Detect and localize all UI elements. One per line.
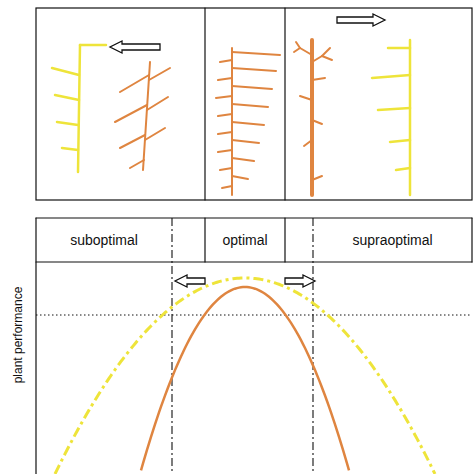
threshold-line	[312, 218, 313, 474]
zone-label: supraoptimal	[352, 232, 432, 248]
root-system	[120, 75, 149, 92]
root-system	[232, 122, 264, 125]
zone-cell: optimal	[206, 219, 284, 261]
root-system	[130, 160, 144, 168]
root-system	[220, 60, 232, 62]
root-system	[300, 48, 312, 55]
grid-line	[35, 218, 36, 474]
root-panel-frame	[36, 8, 472, 200]
root-system	[294, 48, 300, 52]
root-system	[218, 150, 232, 152]
root-system	[218, 132, 232, 134]
grid-line	[284, 8, 285, 200]
root-system	[232, 140, 259, 143]
zone-cell: supraoptimal	[314, 219, 471, 261]
root-system	[396, 168, 410, 170]
root-system	[312, 176, 322, 180]
root-system	[310, 40, 314, 195]
root-system	[120, 135, 145, 148]
grid-line	[36, 217, 472, 218]
root-system	[304, 140, 312, 146]
root-system	[115, 105, 147, 122]
grid-line	[471, 218, 472, 262]
reference-line	[36, 315, 472, 316]
zone-cell: suboptimal	[37, 219, 171, 261]
root-system	[220, 168, 232, 170]
root-system	[232, 52, 280, 55]
shift-arrow	[175, 275, 205, 287]
root-system	[232, 158, 254, 161]
threshold-line	[171, 218, 172, 474]
root-system	[216, 96, 232, 98]
root-system	[57, 122, 78, 125]
grid-line	[204, 8, 205, 200]
root-system	[300, 96, 312, 100]
root-system	[149, 68, 170, 80]
root-system	[312, 78, 325, 80]
root-system	[145, 128, 165, 140]
root-system	[232, 68, 276, 71]
root-system	[55, 95, 79, 100]
grid-line	[284, 218, 285, 262]
root-system	[296, 42, 300, 48]
zone-label: optimal	[222, 232, 267, 248]
performance-curve	[55, 278, 435, 474]
root-system	[52, 68, 79, 75]
root-system	[147, 97, 168, 110]
root-system	[378, 108, 410, 110]
root-system	[372, 75, 410, 78]
grid-line	[204, 218, 205, 262]
grid-line	[36, 261, 472, 262]
root-system	[312, 56, 322, 62]
root-system	[409, 40, 412, 195]
root-system	[232, 86, 272, 89]
root-system	[312, 120, 322, 124]
root-system	[390, 140, 410, 142]
root-system	[388, 47, 410, 50]
root-system	[78, 45, 80, 172]
root-system	[322, 56, 332, 60]
root-system	[232, 176, 248, 179]
root-system	[80, 44, 106, 47]
root-system	[222, 186, 232, 188]
root-system	[218, 78, 232, 80]
zone-label: suboptimal	[70, 232, 138, 248]
axis-label: plant performance	[11, 287, 25, 384]
root-system	[322, 48, 330, 56]
shift-arrow	[337, 14, 385, 26]
shift-arrow	[110, 41, 160, 53]
root-system	[62, 148, 78, 150]
root-system	[232, 104, 268, 107]
performance-curve	[141, 287, 349, 470]
root-system	[218, 114, 232, 116]
shift-arrow	[285, 275, 315, 287]
